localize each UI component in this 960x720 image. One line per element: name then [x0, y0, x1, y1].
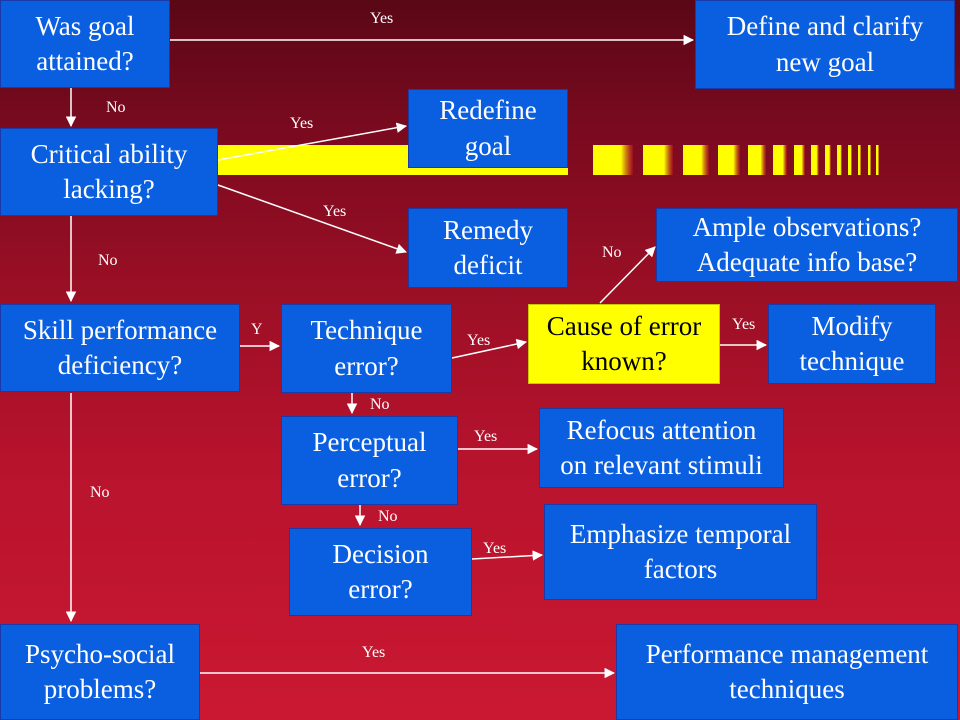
node-cause-of-error-known: Cause of error known? — [528, 304, 720, 384]
label-technique-no: No — [370, 396, 390, 413]
node-modify-technique: Modify technique — [768, 304, 936, 384]
edge-decision-emphasize — [471, 550, 544, 561]
edge-critical-redefine — [217, 122, 408, 161]
node-redefine-goal: Redefine goal — [408, 89, 568, 168]
node-critical-ability-lacking: Critical ability lacking? — [0, 128, 218, 216]
node-emphasize-temporal-factors: Emphasize temporal factors — [544, 504, 817, 600]
edge-technique-cause — [451, 338, 528, 359]
edge-critical-remedy — [217, 184, 407, 254]
label-perceptual-no: No — [378, 508, 398, 525]
label-goal-no: No — [106, 99, 126, 116]
label-skill-no: No — [90, 484, 110, 501]
label-goal-yes: Yes — [370, 10, 394, 27]
node-psycho-social-problems: Psycho-social problems? — [0, 624, 200, 720]
node-decision-error: Decision error? — [289, 528, 472, 616]
label-critical-remedy-yes: Yes — [323, 203, 347, 220]
label-critical-no: No — [98, 252, 118, 269]
node-technique-error: Technique error? — [281, 304, 452, 393]
node-refocus-attention: Refocus attention on relevant stimuli — [539, 408, 784, 488]
label-cause-yes: Yes — [732, 316, 756, 333]
edge-cause-ample — [599, 246, 656, 304]
label-decision-yes: Yes — [483, 540, 507, 557]
node-define-clarify-new-goal: Define and clarify new goal — [695, 0, 955, 89]
node-was-goal-attained: Was goal attained? — [0, 0, 170, 88]
node-ample-observations: Ample observations? Adequate info base? — [656, 208, 958, 282]
label-technique-yes: Yes — [467, 332, 491, 349]
node-performance-management: Performance management techniques — [616, 624, 958, 720]
label-skill-y: Y — [251, 321, 263, 338]
label-psycho-yes: Yes — [362, 644, 386, 661]
node-remedy-deficit: Remedy deficit — [408, 208, 568, 288]
node-skill-performance-deficiency: Skill performance deficiency? — [0, 304, 240, 392]
node-perceptual-error: Perceptual error? — [281, 416, 458, 505]
label-perceptual-yes: Yes — [474, 428, 498, 445]
label-critical-redefine-yes: Yes — [290, 115, 314, 132]
label-cause-no: No — [602, 244, 622, 261]
